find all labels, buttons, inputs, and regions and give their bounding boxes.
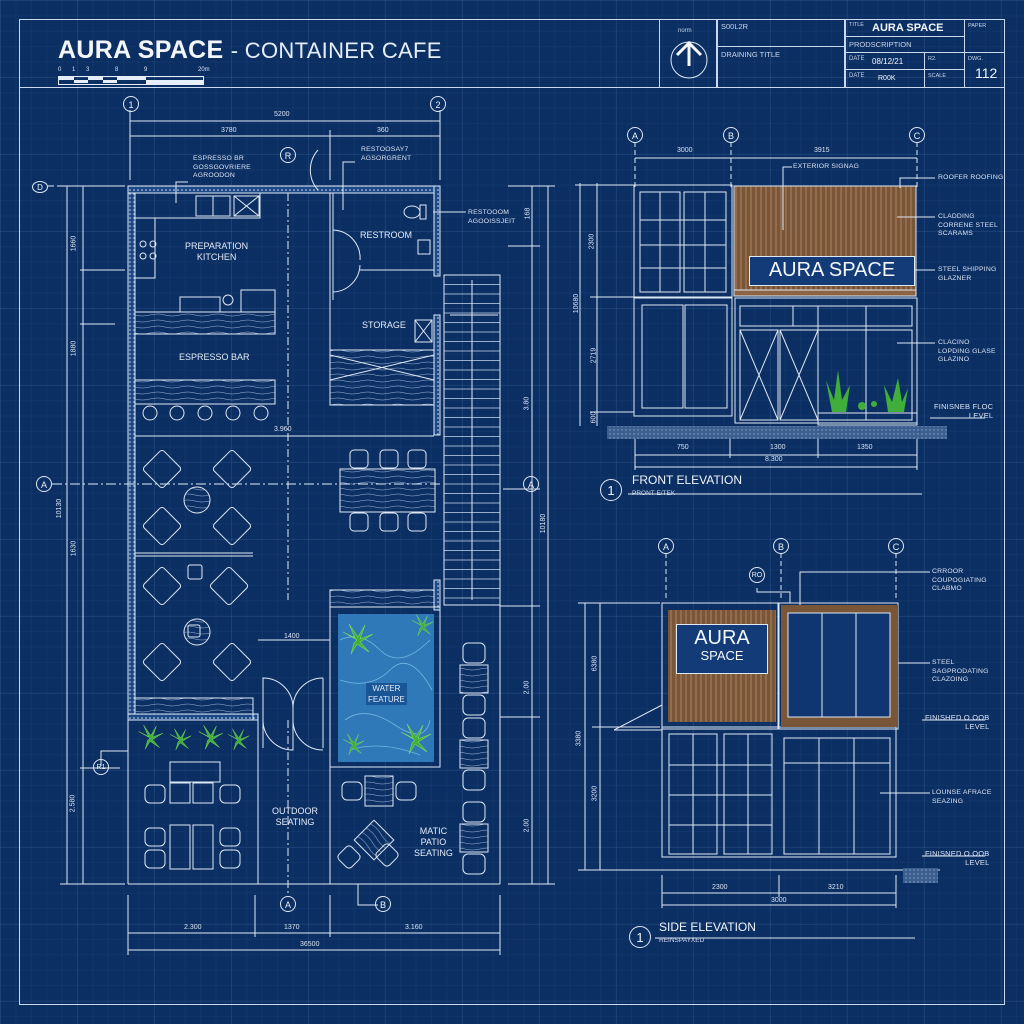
sheet-title: AURA SPACE - CONTAINER CAFE: [58, 36, 442, 65]
front-grid-c: C: [909, 127, 925, 143]
note-espresso: ESPRESSO BR GOSSGOVRIERE AGROODON: [193, 155, 251, 179]
dim-bottom-a: 2.300: [184, 924, 202, 931]
dim-top-right: 360: [377, 127, 389, 134]
front-signage: AURA SPACE: [749, 256, 915, 286]
note-restroom-2: RESTOOOM AGOOISSJEIT: [468, 209, 516, 225]
side-note-cladding: CRROOR COUPOGIATING CLABMO: [932, 568, 987, 592]
side-dim-left-upper: 6380: [591, 655, 599, 672]
north-arrow-icon: [670, 40, 708, 79]
front-note-shipping: STEEL SHIPPING GLAZNER: [938, 266, 997, 282]
side-signage: AURA SPACE: [676, 624, 768, 674]
dim-overall-top: 5200: [274, 111, 290, 118]
dim-top-left: 3780: [221, 127, 237, 134]
detail-marker-r: R: [280, 147, 296, 163]
side-dim-bottom-a: 2300: [712, 884, 728, 891]
front-grid-a: A: [627, 127, 643, 143]
north-arrow-cell: norm: [659, 19, 717, 88]
side-grid-a: A: [658, 538, 674, 554]
front-note-glazing: CLACINO LOPDING GLASE GLAZINO: [938, 339, 996, 363]
title-main: AURA SPACE: [58, 36, 224, 64]
room-label-water-feature: WATER FEATURE: [366, 683, 407, 705]
grid-bubble-1: 1: [123, 96, 139, 112]
front-note-roofing: ROOFER ROOFING: [938, 174, 1004, 181]
front-note-floor-level: FINISNEB FLOC LEVEL: [934, 402, 994, 420]
front-elevation-subtitle: PRONT E/TEK: [632, 490, 676, 497]
front-elevation-title: FRONT ELEVATION: [632, 473, 743, 487]
section-marker-a-bottom: A: [280, 896, 296, 912]
front-dim-top-right: 3915: [814, 147, 830, 154]
dim-bottom-c: 3.160: [405, 924, 423, 931]
side-dim-left-lower: 3200: [591, 785, 599, 802]
header-bar: [19, 19, 1005, 88]
front-dim-bottom-a: 750: [677, 444, 689, 451]
detail-marker-r1: R1: [93, 759, 109, 775]
side-elevation-subtitle: REINSPAYXED: [659, 937, 705, 944]
side-note-glazing: STEEL SAGPRODATING CLAZOING: [932, 659, 989, 683]
dim-corridor: 1400: [284, 633, 300, 640]
grid-bubble-d: D: [32, 181, 48, 193]
side-elevation-title: SIDE ELEVATION: [659, 920, 756, 934]
grid-bubble-2: 2: [430, 96, 446, 112]
note-restroom-1: RESTOOSAY7 AGSORGRENT: [361, 146, 412, 162]
front-note-cladding: CLADDING CORRENE STEEL SCARAMS: [938, 213, 999, 237]
title-sub: - CONTAINER CAFE: [230, 38, 442, 63]
dim-bottom-overall: 36500: [300, 941, 320, 948]
side-elevation-number: 1: [629, 926, 651, 948]
side-grid-c: C: [888, 538, 904, 554]
side-note-lounge: LOUNSE AFRACE SEAZING: [932, 789, 992, 805]
dim-bar-width: 3.960: [274, 426, 292, 433]
front-dim-bottom-b: 1300: [770, 444, 786, 451]
side-note-floor-upper: FINISHED O.OOB LEVEL: [925, 713, 990, 731]
side-dim-bottom-b: 3210: [828, 884, 844, 891]
sheet-border: [19, 19, 1005, 1005]
room-label-espresso-bar: ESPRESSO BAR: [179, 352, 250, 362]
room-label-outdoor-seating: OUTDOOR SEATING: [272, 806, 318, 827]
section-marker-a-right: A: [523, 476, 539, 492]
front-dim-top-left: 3000: [677, 147, 693, 154]
front-grid-b: B: [723, 127, 739, 143]
side-dim-left-overall: 3380: [575, 730, 583, 747]
front-elevation-number: 1: [600, 479, 622, 501]
room-label-restroom: RESTROOM: [360, 230, 413, 240]
drawing-title-field: DRAINING TITLE: [717, 46, 845, 88]
side-grid-b: B: [773, 538, 789, 554]
side-detail-marker: RO: [749, 567, 765, 583]
front-dim-bottom-c: 1350: [857, 444, 873, 451]
front-dim-bottom-overall: 8.300: [765, 456, 783, 463]
scale-bar: [58, 76, 204, 85]
room-label-storage: STORAGE: [362, 320, 406, 330]
section-marker-a-left: A: [36, 476, 52, 492]
room-label-prep-kitchen: PREPARATION KITCHEN: [185, 241, 249, 262]
room-label-patio-seating: MATIC PATIO SEATING: [414, 826, 453, 858]
sheet-number-field: DWG. 112: [964, 52, 1005, 88]
dim-bottom-b: 1370: [284, 924, 300, 931]
side-dim-bottom-overall: 3000: [771, 897, 787, 904]
side-note-floor-lower: FINISNED O.OOB LEVEL: [925, 849, 990, 867]
front-note-signage: EXTERIOR SIGNAG: [793, 163, 860, 170]
section-marker-b-bottom: B: [375, 896, 391, 912]
